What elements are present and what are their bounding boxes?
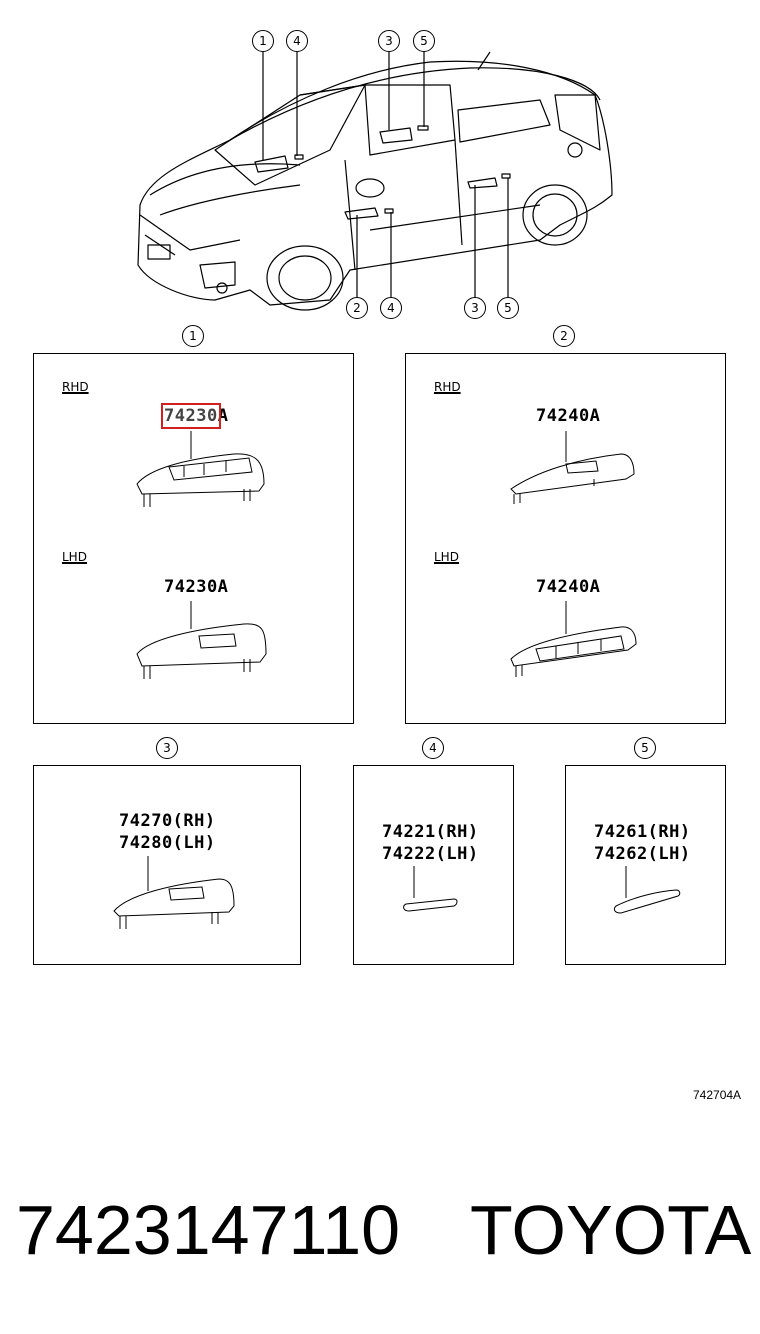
- panel-5-part-rh: 74261(RH): [594, 822, 691, 842]
- callout-1-top: 1: [252, 30, 274, 52]
- panel-2-rhd-label: RHD: [434, 380, 461, 394]
- panel-1-rhd-part: 74230A: [161, 403, 229, 429]
- panel-1-switch-drawings: [136, 431, 267, 679]
- panel-1-lhd-label: LHD: [62, 550, 87, 564]
- panel-2-rhd-part: 74240A: [536, 406, 601, 426]
- panel-4-part-lh: 74222(LH): [382, 844, 479, 864]
- panel-5: 74261(RH) 74262(LH): [565, 765, 726, 965]
- panel-3: 74270(RH) 74280(LH): [33, 765, 301, 965]
- panel-1-lhd-part: 74230A: [164, 577, 229, 597]
- panel-3-part-rh: 74270(RH): [119, 811, 216, 831]
- panel-4-part-rh: 74221(RH): [382, 822, 479, 842]
- panel-5-number: 5: [634, 737, 656, 759]
- panel-5-part-lh: 74262(LH): [594, 844, 691, 864]
- callout-5-top: 5: [413, 30, 435, 52]
- callout-5-bottom: 5: [497, 297, 519, 319]
- panel-4-cover-drawing: [403, 866, 458, 912]
- panel-5-cover-drawing: [613, 866, 681, 914]
- callout-2-bottom: 2: [346, 297, 368, 319]
- callout-3-top: 3: [378, 30, 400, 52]
- diagram-code: 742704A: [693, 1088, 742, 1102]
- panel-4: 74221(RH) 74222(LH): [353, 765, 514, 965]
- panel-1-rhd-label: RHD: [62, 380, 89, 394]
- part-suffix: A: [217, 406, 229, 426]
- panel-1: RHD 74230A LHD 74230A: [33, 353, 354, 724]
- panel-3-switch-drawing: [113, 856, 235, 929]
- footer-part-number: 7423147110: [16, 1191, 401, 1269]
- car-overview-illustration: [137, 51, 613, 311]
- panel-3-number: 3: [156, 737, 178, 759]
- callout-4-top: 4: [286, 30, 308, 52]
- panel-2-switch-drawings: [510, 431, 637, 677]
- panel-2-lhd-label: LHD: [434, 550, 459, 564]
- panel-3-part-lh: 74280(LH): [119, 833, 216, 853]
- callout-4-bottom: 4: [380, 297, 402, 319]
- panel-2-lhd-part: 74240A: [536, 577, 601, 597]
- callout-3-bottom: 3: [464, 297, 486, 319]
- panel-1-number: 1: [182, 325, 204, 347]
- panel-2: RHD 74240A LHD 74240A: [405, 353, 726, 724]
- panel-2-number: 2: [553, 325, 575, 347]
- panel-4-number: 4: [422, 737, 444, 759]
- footer-brand: TOYOTA: [470, 1191, 752, 1269]
- highlighted-part-number[interactable]: 74230: [161, 403, 221, 429]
